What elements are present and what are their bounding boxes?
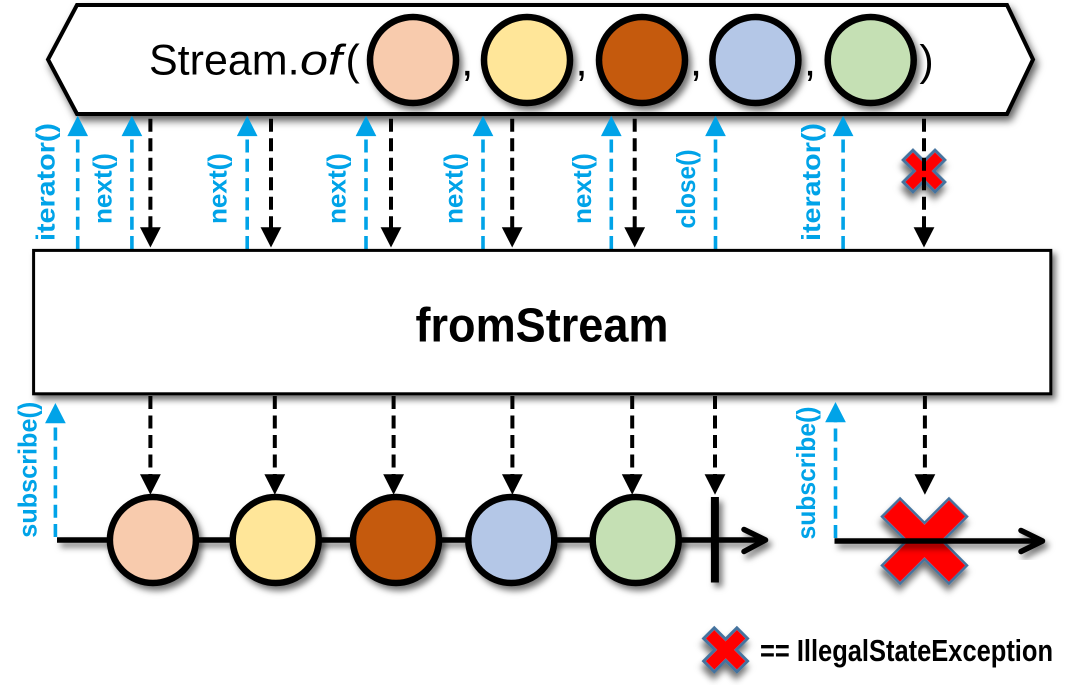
svg-text:of: of (300, 37, 347, 85)
svg-text:iterator(): iterator() (31, 123, 61, 241)
svg-text:subscribe(): subscribe() (13, 402, 43, 538)
svg-text:next(): next() (322, 153, 352, 224)
svg-text:iterator(): iterator() (796, 123, 826, 241)
svg-text:,: , (804, 37, 816, 86)
svg-text:Stream.: Stream. (149, 37, 300, 85)
svg-text:next(): next() (439, 153, 469, 224)
svg-text:,: , (461, 37, 473, 86)
svg-text:close(): close() (671, 150, 701, 229)
svg-text:): ) (919, 37, 933, 85)
svg-text:,: , (690, 37, 702, 86)
svg-text:,: , (575, 37, 587, 86)
svg-text:subscribe(): subscribe() (791, 407, 821, 540)
svg-text:next(): next() (87, 153, 117, 224)
svg-text:fromStream: fromStream (416, 300, 669, 353)
svg-text:(: ( (346, 37, 361, 85)
svg-text:next(): next() (203, 153, 233, 224)
svg-text:next(): next() (567, 153, 597, 224)
svg-text:== IllegalStateException: == IllegalStateException (760, 633, 1053, 668)
